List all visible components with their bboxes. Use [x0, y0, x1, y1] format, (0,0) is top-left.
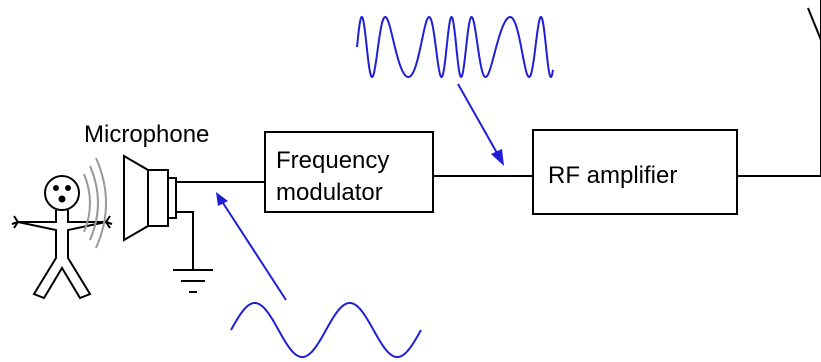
- fm-wave-arrow: [457, 83, 504, 166]
- audio-wave-arrow: [216, 192, 287, 301]
- rf-amplifier-block: [532, 129, 738, 215]
- antenna-icon: [807, 0, 821, 176]
- frequency-modulator-block: [264, 131, 434, 213]
- microphone-icon: [123, 154, 177, 242]
- microphone-label: Microphone: [84, 121, 209, 148]
- sound-waves: [83, 157, 107, 249]
- audio-sine-wave: [230, 302, 422, 358]
- ground-symbol-icon: [173, 211, 213, 293]
- person-figure-icon: [11, 175, 113, 300]
- rf-amplifier-label: RF amplifier: [548, 162, 677, 189]
- fm-modulated-wave: [356, 15, 554, 79]
- frequency-modulator-label-line2: modulator: [276, 179, 383, 206]
- frequency-modulator-label-line1: Frequency: [276, 147, 389, 174]
